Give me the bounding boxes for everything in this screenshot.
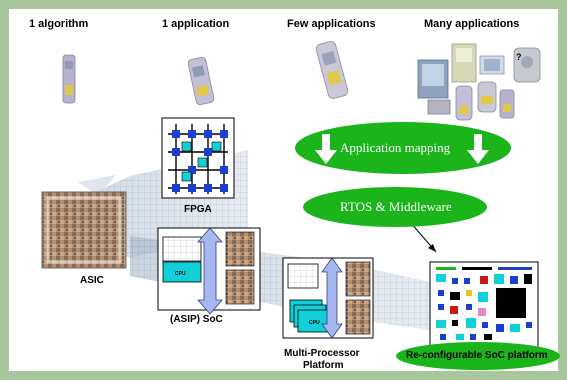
fpga-chip bbox=[161, 117, 235, 199]
multiprocessor-chip bbox=[282, 257, 374, 339]
phone-icon bbox=[315, 41, 349, 99]
rtos-pointer-arrow bbox=[409, 221, 437, 253]
asic-chip bbox=[41, 191, 127, 269]
header-1-algorithm: 1 algorithm bbox=[29, 18, 89, 30]
reconfigurable-label-oval bbox=[396, 342, 560, 370]
reconfigurable-label: Re-configurable SoC platform bbox=[406, 350, 548, 361]
application-mapping-text: Application mapping bbox=[340, 140, 451, 155]
question-mark: ? bbox=[516, 52, 522, 62]
multiprocessor-label-line1: Multi-Processor bbox=[284, 348, 360, 359]
reconfigurable-soc-chip bbox=[429, 261, 539, 349]
phone-icon bbox=[62, 54, 76, 104]
rtos-middleware-oval bbox=[303, 187, 487, 227]
asip-soc-chip bbox=[157, 227, 261, 315]
phone-icon bbox=[187, 56, 215, 106]
asip-cpu-label: CPU bbox=[175, 271, 186, 277]
asip-soc-label: (ASIP) SoC bbox=[170, 314, 223, 325]
rtos-middleware-text: RTOS & Middleware bbox=[340, 199, 452, 214]
header-many-applications: Many applications bbox=[424, 18, 520, 30]
fpga-label: FPGA bbox=[184, 204, 212, 215]
header-1-application: 1 application bbox=[162, 18, 230, 30]
multiprocessor-cpu-label: CPU bbox=[309, 320, 320, 326]
header-few-applications: Few applications bbox=[287, 18, 376, 30]
devices-group-icon bbox=[417, 43, 541, 121]
application-mapping-oval bbox=[295, 122, 511, 174]
asic-label: ASIC bbox=[80, 275, 104, 286]
multiprocessor-label-line2: Platform bbox=[303, 360, 344, 371]
